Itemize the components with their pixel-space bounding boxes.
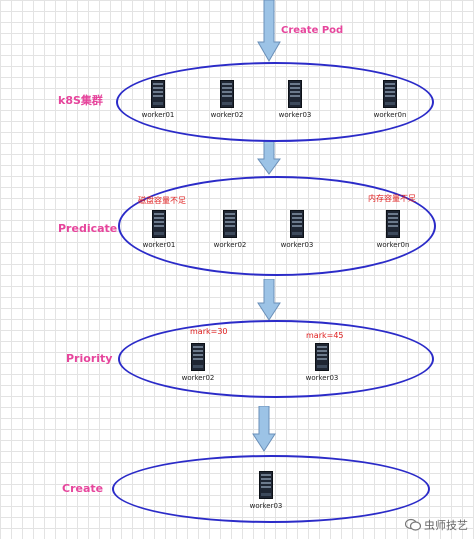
node-worker01: worker01	[128, 80, 188, 119]
node-label: worker0n	[376, 241, 410, 249]
node-label: worker03	[305, 374, 339, 382]
node-worker03: worker03	[292, 343, 352, 382]
note-mark-30: mark=30	[190, 327, 228, 336]
stage-label-predicate: Predicate	[58, 222, 118, 235]
node-label: worker01	[141, 111, 175, 119]
node-label: worker03	[278, 111, 312, 119]
node-worker02: worker02	[168, 343, 228, 382]
down-arrow-icon	[257, 141, 281, 175]
server-icon	[220, 80, 234, 108]
node-worker0n: worker0n	[360, 80, 420, 119]
stage-label-cluster: k8S集群	[58, 94, 103, 107]
predicate-ellipse	[118, 176, 436, 276]
server-icon	[151, 80, 165, 108]
node-label: worker03	[280, 241, 314, 249]
node-label: worker02	[181, 374, 215, 382]
server-icon	[386, 210, 400, 238]
server-icon	[290, 210, 304, 238]
node-worker02: worker02	[197, 80, 257, 119]
server-icon	[223, 210, 237, 238]
note-memory-insufficient: 内存容量不足	[368, 194, 416, 203]
server-icon	[191, 343, 205, 371]
note-mark-45: mark=45	[306, 331, 344, 340]
server-icon	[288, 80, 302, 108]
node-label: worker02	[213, 241, 247, 249]
cluster-ellipse	[116, 62, 434, 142]
create-ellipse	[112, 455, 430, 523]
node-label: worker03	[249, 502, 283, 510]
watermark-text: 虫师技艺	[424, 519, 468, 532]
node-worker03: worker03	[267, 210, 327, 249]
node-label: worker01	[142, 241, 176, 249]
server-icon	[315, 343, 329, 371]
watermark: 虫师技艺	[405, 517, 468, 533]
node-worker03: worker03	[236, 471, 296, 510]
arrow-title: Create Pod	[281, 25, 344, 36]
note-disk-insufficient: 磁盘容量不足	[138, 196, 186, 205]
down-arrow-icon	[252, 406, 276, 452]
down-arrow-icon	[257, 279, 281, 321]
node-label: worker0n	[373, 111, 407, 119]
server-icon	[259, 471, 273, 499]
node-worker03: worker03	[265, 80, 325, 119]
node-worker02: worker02	[200, 210, 260, 249]
server-icon	[383, 80, 397, 108]
stage-label-create: Create	[62, 482, 104, 495]
down-arrow-icon	[257, 0, 281, 62]
stage-label-priority: Priority	[66, 352, 113, 365]
server-icon	[152, 210, 166, 238]
chat-bubble-icon	[405, 518, 421, 531]
node-label: worker02	[210, 111, 244, 119]
node-worker01: worker01	[129, 210, 189, 249]
priority-ellipse	[118, 320, 434, 398]
node-worker0n: worker0n	[363, 210, 423, 249]
